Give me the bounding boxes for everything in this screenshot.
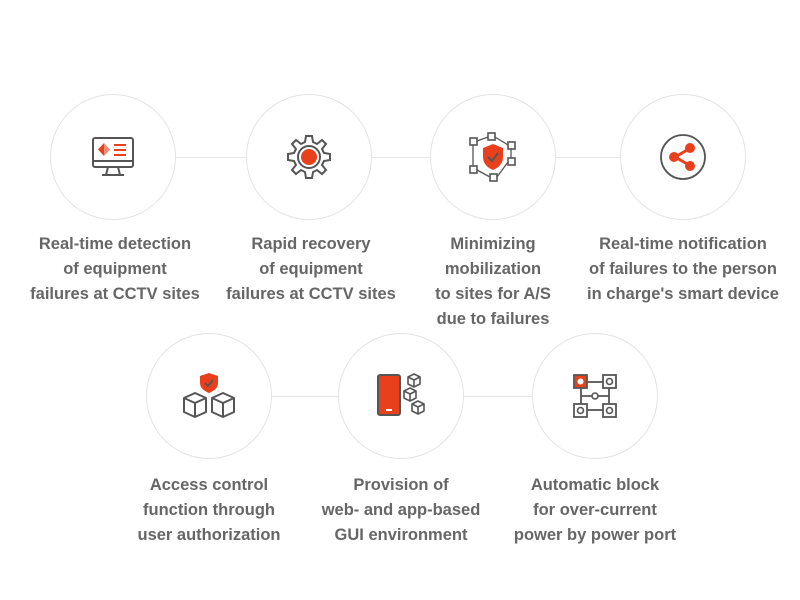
caption-line: Provision of (353, 476, 449, 494)
caption-line: web- and app-based (321, 501, 481, 519)
connector-line (464, 396, 534, 397)
caption-line: function through (143, 501, 275, 519)
gear-icon (284, 132, 334, 182)
caption-line: in charge's smart device (587, 285, 779, 303)
caption-line: to sites for A/S (435, 285, 551, 303)
feature-caption-notification: Real-time notification of failures to th… (573, 232, 793, 307)
network-shield-icon (466, 130, 520, 184)
caption-line: user authorization (137, 526, 281, 544)
caption-line: due to failures (436, 310, 550, 328)
caption-line: failures at CCTV sites (226, 285, 396, 303)
connector-line (272, 396, 340, 397)
caption-line: of failures to the person (589, 260, 777, 278)
phone-cubes-icon (374, 371, 428, 421)
power-port-icon (571, 372, 619, 420)
feature-caption-access-control: Access control function through user aut… (99, 473, 319, 548)
caption-line: for over-current (533, 501, 657, 519)
feature-circle-detection (50, 94, 176, 220)
feature-circle-mobilization (430, 94, 556, 220)
caption-line: Minimizing (450, 235, 536, 253)
feature-caption-mobilization: Minimizing mobilization to sites for A/S… (383, 232, 603, 332)
caption-line: of equipment (63, 260, 167, 278)
feature-caption-detection: Real-time detection of equipment failure… (5, 232, 225, 307)
caption-line: Access control (149, 476, 269, 494)
feature-circle-gui (338, 333, 464, 459)
caption-line: Rapid recovery (251, 235, 371, 253)
caption-line: mobilization (444, 260, 542, 278)
feature-circle-recovery (246, 94, 372, 220)
feature-caption-gui: Provision of web- and app-based GUI envi… (291, 473, 511, 548)
feature-circle-access-control (146, 333, 272, 459)
feature-caption-power-port: Automatic block for over-current power b… (485, 473, 705, 548)
connector-line (556, 157, 622, 158)
caption-line: Automatic block (530, 476, 660, 494)
monitor-alert-icon (90, 134, 136, 180)
caption-line: Real-time notification (599, 235, 767, 253)
feature-circle-notification (620, 94, 746, 220)
caption-line: GUI environment (334, 526, 468, 544)
feature-circle-power-port (532, 333, 658, 459)
caption-line: power by power port (513, 526, 677, 544)
feature-caption-recovery: Rapid recovery of equipment failures at … (201, 232, 421, 307)
connector-line (176, 157, 248, 158)
share-icon (659, 133, 707, 181)
caption-line: failures at CCTV sites (30, 285, 200, 303)
caption-line: Real-time detection (38, 235, 192, 253)
caption-line: of equipment (259, 260, 363, 278)
cubes-shield-icon (180, 371, 238, 421)
connector-line (372, 157, 432, 158)
